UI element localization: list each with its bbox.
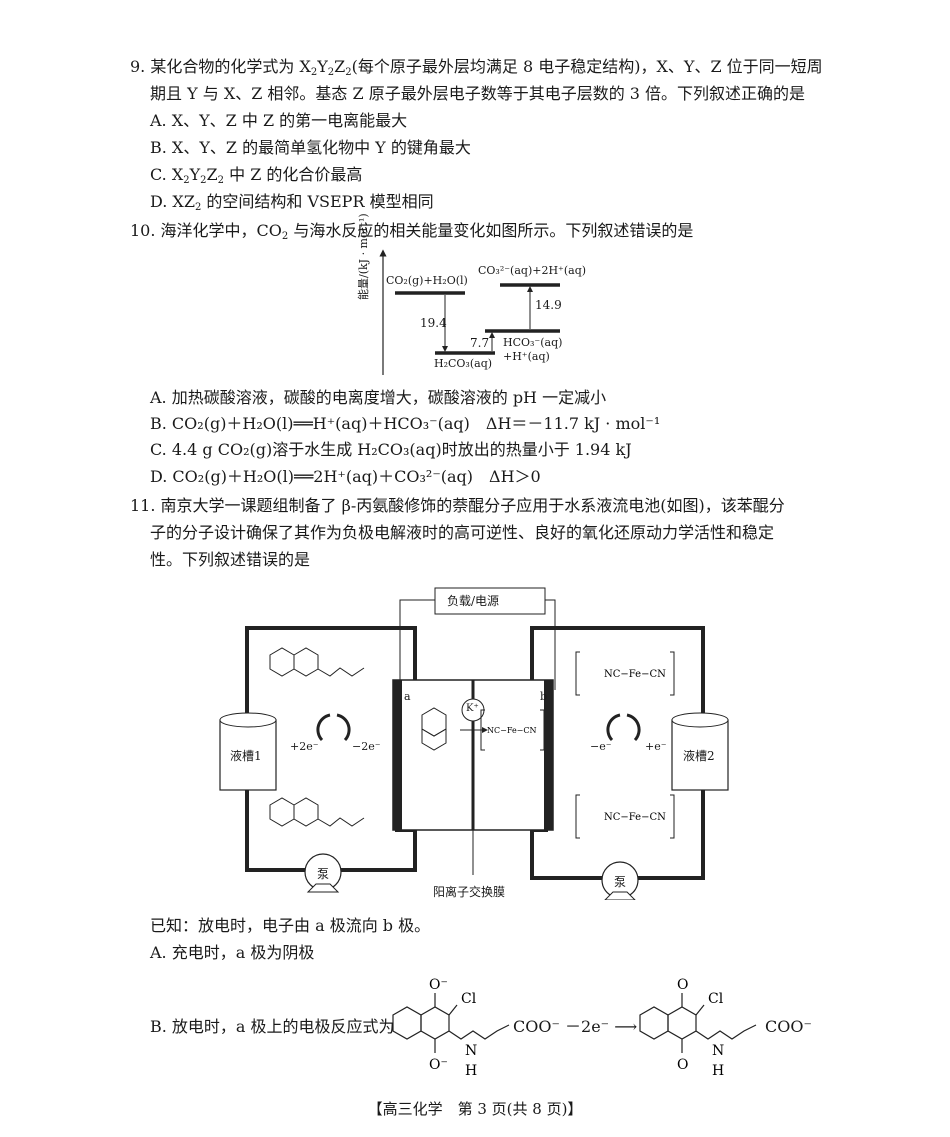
q10-option-a: A. 加热碳酸溶液，碳酸的电离度增大，碳酸溶液的 pH 一定减小	[150, 388, 607, 407]
level-h: +H⁺(aq)	[503, 350, 550, 363]
reaction-product-end: COO⁻	[765, 1017, 812, 1036]
q10-stem: 10. 海洋化学中，CO2 与海水反应的相关能量变化如图所示。下列叙述错误的是	[130, 221, 694, 242]
svg-text:NC−Fe−CN: NC−Fe−CN	[487, 726, 537, 735]
q11-line2: 子的分子设计确保了其作为负极电解液时的高可逆性、良好的氧化还原动力学活性和稳定	[150, 523, 775, 542]
svg-text:N: N	[465, 1043, 477, 1059]
energy-axis-label: 能量/(kJ · mol⁻¹)	[357, 213, 370, 300]
svg-text:NC−Fe−CN: NC−Fe−CN	[604, 812, 666, 823]
pump-left-label: 泵	[317, 867, 330, 881]
svg-text:Cl: Cl	[461, 991, 477, 1007]
load-label: 负载/电源	[447, 594, 500, 608]
membrane-label: 阳离子交换膜	[433, 885, 506, 899]
q10-option-b: B. CO₂(g)＋H₂O(l)══H⁺(aq)＋HCO₃⁻(aq) ΔH＝－1…	[150, 414, 661, 433]
page-footer: 【高三化学 第 3 页(共 8 页)】	[367, 1100, 583, 1118]
tank1-label: 液槽1	[230, 749, 262, 763]
left-gain-electron: +2e⁻	[290, 740, 319, 753]
q9-option-b: B. X、Y、Z 的最简单氢化物中 Y 的键角最大	[150, 138, 471, 157]
reaction-middle: COO⁻ －2e⁻ ⟶	[513, 1017, 638, 1036]
svg-text:H: H	[712, 1063, 724, 1079]
gap-14-9: 14.9	[535, 298, 562, 312]
level-co2: CO₂(g)+H₂O(l)	[386, 274, 468, 287]
q10-option-d: D. CO₂(g)＋H₂O(l)══2H⁺(aq)＋CO₃²⁻(aq) ΔH＞0	[150, 467, 541, 486]
q9-line1: 9. 某化合物的化学式为 X2Y2Z2(每个原子最外层均满足 8 电子稳定结构)…	[130, 57, 823, 78]
svg-text:O: O	[677, 977, 688, 993]
q11-option-b: B. 放电时，a 极上的电极反应式为	[150, 1017, 395, 1036]
q9-option-d: D. XZ2 的空间结构和 VSEPR 模型相同	[150, 192, 434, 213]
svg-text:O: O	[677, 1057, 688, 1073]
left-lose-electron: −2e⁻	[352, 740, 381, 753]
svg-text:Cl: Cl	[708, 991, 724, 1007]
svg-text:NC−Fe−CN: NC−Fe−CN	[604, 669, 666, 680]
right-gain-electron: +e⁻	[645, 740, 667, 753]
energy-diagram	[379, 249, 560, 375]
gap-19-4: 19.4	[420, 316, 447, 330]
q11-known: 已知：放电时，电子由 a 极流向 b 极。	[150, 916, 431, 935]
q9-line2: 期且 Y 与 X、Z 相邻。基态 Z 原子最外层电子数等于其电子层数的 3 倍。…	[150, 84, 806, 103]
gap-7-7: 7.7	[470, 336, 490, 350]
q9-option-a: A. X、Y、Z 中 Z 的第一电离能最大	[150, 111, 408, 130]
pump-right-label: 泵	[614, 875, 627, 889]
q11-option-a: A. 充电时，a 极为阴极	[150, 943, 315, 962]
svg-text:O⁻: O⁻	[429, 1057, 448, 1073]
svg-text:N: N	[712, 1043, 724, 1059]
electrode-a-label: a	[404, 690, 411, 703]
ion-k-label: K⁺	[466, 703, 479, 714]
svg-text:O⁻: O⁻	[429, 977, 448, 993]
svg-text:H: H	[465, 1063, 477, 1079]
q10-option-c: C. 4.4 g CO₂(g)溶于水生成 H₂CO₃(aq)时放出的热量小于 1…	[150, 440, 632, 459]
q11-line1: 11. 南京大学一课题组制备了 β-丙氨酸修饰的萘醌分子应用于水系液流电池(如图…	[130, 496, 785, 515]
level-co3: CO₃²⁻(aq)+2H⁺(aq)	[478, 264, 587, 277]
level-h2co3: H₂CO₃(aq)	[434, 357, 493, 370]
level-hco3: HCO₃⁻(aq)	[503, 336, 563, 349]
electrode-b-label: b	[540, 690, 548, 703]
tank2-label: 液槽2	[683, 749, 715, 763]
q9-option-c: C. X2Y2Z2 中 Z 的化合价最高	[150, 165, 363, 186]
right-lose-electron: −e⁻	[590, 740, 612, 753]
reaction-structures: O⁻ Cl O⁻ N H O Cl O N H	[392, 977, 757, 1079]
flow-battery-diagram: NC−Fe−CN NC−Fe−CN NC−Fe−CN	[219, 587, 729, 900]
q11-line3: 性。下列叙述错误的是	[150, 550, 311, 569]
